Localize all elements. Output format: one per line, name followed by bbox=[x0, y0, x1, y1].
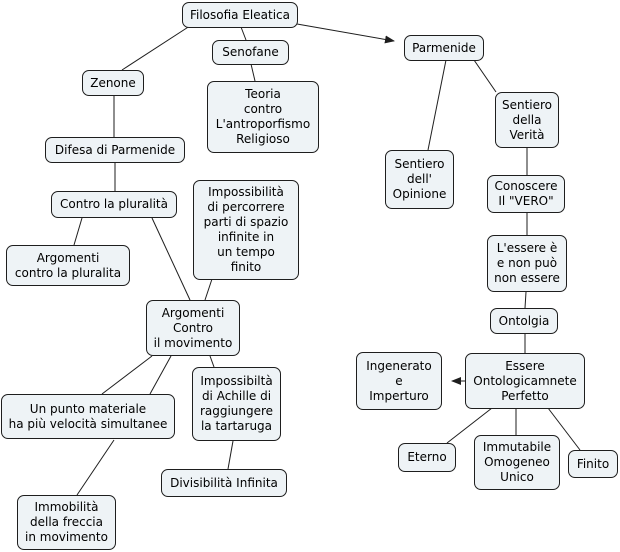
link-parmenide-verita bbox=[473, 59, 497, 93]
node-filosofia-eleatica[interactable]: Filosofia Eleatica bbox=[182, 2, 298, 28]
link-movimento-spazio bbox=[204, 278, 213, 301]
node-argomenti-movimento[interactable]: Argomenti Contro il movimento bbox=[146, 300, 240, 356]
link-pluralita-movimento bbox=[151, 217, 191, 301]
link-punto-freccia bbox=[76, 439, 115, 496]
link-senofane-teoria bbox=[250, 63, 256, 82]
link-filosofia-parmenide bbox=[296, 23, 395, 44]
link-movimento-achille bbox=[209, 355, 215, 368]
link-movimento-punto bbox=[101, 355, 153, 395]
node-teoria-antroporfismo[interactable]: Teoria contro L'antroporfismo Religioso bbox=[207, 81, 319, 153]
node-eterno[interactable]: Eterno bbox=[398, 443, 456, 472]
node-zenone[interactable]: Zenone bbox=[82, 70, 144, 96]
link-parmenide-opinione bbox=[427, 59, 447, 151]
node-sentiero-opinione[interactable]: Sentiero dell' Opinione bbox=[385, 150, 454, 209]
node-essere-perfetto[interactable]: Essere Ontologicamnete Perfetto bbox=[465, 353, 585, 409]
node-finito[interactable]: Finito bbox=[568, 450, 618, 478]
node-punto-materiale[interactable]: Un punto materiale ha più velocità simul… bbox=[1, 394, 175, 439]
node-sentiero-verita[interactable]: Sentiero della Verità bbox=[495, 92, 559, 148]
link-filosofia-senofane bbox=[240, 26, 247, 41]
node-immutabile-omogeneo[interactable]: Immutabile Omogeneo Unico bbox=[474, 435, 560, 490]
node-essere-non-puo[interactable]: L'essere è e non può non essere bbox=[487, 235, 567, 292]
node-ingenerato-imperturo[interactable]: Ingenerato e Imperturo bbox=[356, 352, 442, 410]
link-perfetto-finito bbox=[547, 407, 581, 451]
node-immobilita-freccia[interactable]: Immobilità della freccia in movimento bbox=[17, 495, 116, 550]
node-contro-pluralita[interactable]: Contro la pluralità bbox=[51, 191, 177, 218]
node-senofane[interactable]: Senofane bbox=[212, 40, 289, 65]
link-achille-divisibilita bbox=[227, 440, 234, 470]
node-impossibilita-spazio[interactable]: Impossibilità di percorrere parti di spa… bbox=[193, 180, 299, 280]
node-argomenti-pluralita[interactable]: Argomenti contro la pluralita bbox=[6, 245, 130, 286]
node-divisibilita-infinita[interactable]: Divisibilità Infinita bbox=[161, 469, 287, 497]
node-conoscere-vero[interactable]: Conoscere Il "VERO" bbox=[487, 175, 565, 213]
node-difesa-parmenide[interactable]: Difesa di Parmenide bbox=[45, 137, 185, 163]
link-pluralita-argomenti bbox=[73, 217, 83, 246]
link-essere-ontolgia bbox=[524, 291, 527, 309]
node-ontolgia[interactable]: Ontolgia bbox=[490, 308, 558, 334]
link-movimento-freccia bbox=[149, 355, 172, 395]
link-perfetto-eterno bbox=[446, 407, 493, 444]
link-filosofia-zenone bbox=[121, 21, 197, 71]
node-achille-tartaruga[interactable]: Impossibiltà di Achille di raggiungere l… bbox=[192, 367, 281, 441]
node-parmenide[interactable]: Parmenide bbox=[404, 35, 484, 61]
